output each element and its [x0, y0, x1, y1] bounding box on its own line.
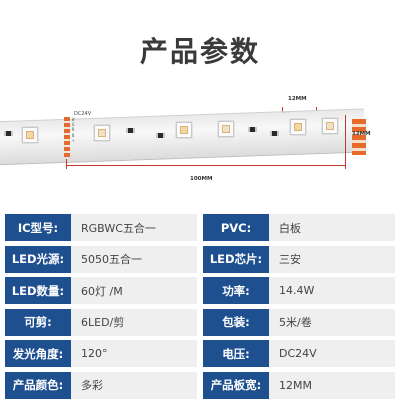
spec-label: 功率: [203, 277, 269, 305]
spec-label: 产品颜色: [5, 371, 71, 399]
resistor [248, 127, 257, 132]
spec-label: 包装: [203, 308, 269, 336]
spec-value: 白板 [269, 214, 395, 241]
spec-value: RGBWC五合一 [71, 214, 197, 241]
dimension-length-tick-left [66, 159, 67, 169]
page-title: 产品参数 [139, 35, 260, 68]
spec-value: 120° [71, 340, 197, 368]
led-chip [218, 121, 234, 137]
dimension-width-label: 12MM [352, 131, 371, 137]
spec-row: IC型号: RGBWC五合一 PVC: 白板 [0, 214, 400, 241]
resistor [270, 131, 279, 136]
spec-value: 5米/卷 [269, 308, 395, 336]
spec-value: 6LED/剪 [71, 308, 197, 336]
cut-pads-left [64, 117, 70, 157]
resistor [126, 128, 135, 133]
spec-row: 发光角度: 120° 电压: DC24V [0, 340, 400, 368]
led-chip [94, 125, 110, 141]
spec-row: 可剪: 6LED/剪 包装: 5米/卷 [0, 308, 400, 336]
spec-value: 14.4W [269, 277, 395, 305]
spec-label: 电压: [203, 340, 269, 368]
led-strip-diagram: 12MM DC24V W G R B + 12MM 100MM [0, 85, 400, 195]
led-chip [290, 119, 306, 135]
spec-row: LED光源: 5050五合一 LED芯片: 三安 [0, 245, 400, 273]
resistor [4, 131, 13, 136]
spec-value: DC24V [269, 340, 395, 368]
dimension-spacing-label: 12MM [288, 96, 307, 102]
led-chip [322, 118, 338, 134]
spec-label: LED数量: [5, 277, 71, 305]
spec-row: 产品颜色: 多彩 产品板宽: 12MM [0, 371, 400, 399]
spec-label: LED芯片: [203, 245, 269, 273]
dimension-length-label: 100MM [190, 176, 213, 182]
spec-value: 12MM [269, 371, 395, 399]
spec-value: 多彩 [71, 371, 197, 399]
spec-value: 三安 [269, 245, 395, 273]
spec-row: LED数量: 60灯 /M 功率: 14.4W [0, 277, 400, 305]
dimension-width-line [345, 115, 346, 155]
dimension-length-tick-right [345, 155, 346, 169]
spec-label: PVC: [203, 214, 269, 241]
led-chip [22, 127, 38, 143]
spec-value: 5050五合一 [71, 245, 197, 273]
spec-label: 产品板宽: [203, 371, 269, 399]
voltage-label: DC24V [74, 111, 92, 117]
resistor [156, 133, 165, 138]
spec-label: IC型号: [5, 214, 71, 241]
spec-label: 发光角度: [5, 340, 71, 368]
spec-value: 60灯 /M [71, 277, 197, 305]
pad-labels: W G R B + [72, 117, 75, 143]
dimension-length-line [66, 165, 345, 166]
cut-pads-right [352, 119, 366, 155]
spec-table: IC型号: RGBWC五合一 PVC: 白板 LED光源: 5050五合一 LE… [0, 214, 400, 400]
spec-label: 可剪: [5, 308, 71, 336]
spec-label: LED光源: [5, 245, 71, 273]
led-chip [176, 122, 192, 138]
